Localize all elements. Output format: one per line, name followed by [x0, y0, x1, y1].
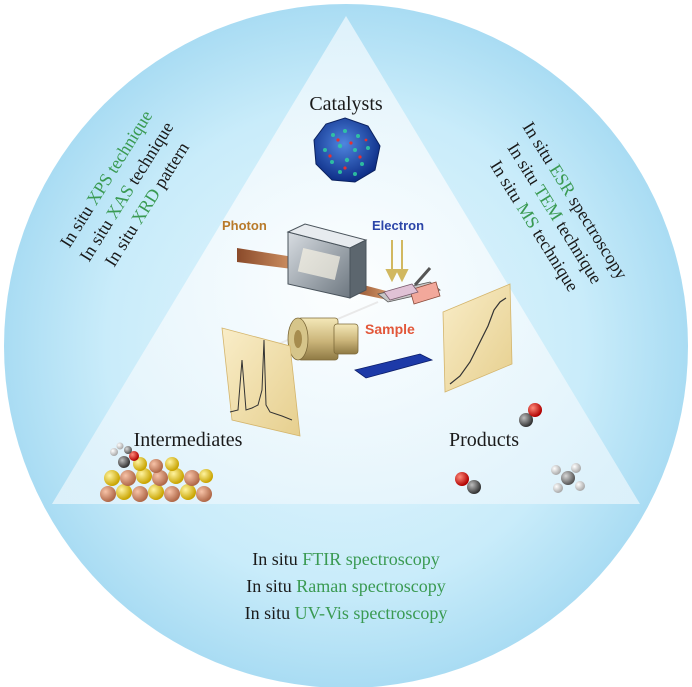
adsorbed-intermediate-icon — [110, 442, 139, 468]
electron-beam-icon — [385, 240, 409, 283]
x-ray-source-icon — [237, 223, 390, 300]
vertex-label-intermediates: Intermediates — [134, 429, 243, 451]
substrate-icon — [354, 353, 434, 379]
sample-holder-icon — [377, 267, 441, 305]
surface-slab-icon — [100, 457, 213, 502]
vertex-label-catalysts: Catalysts — [309, 93, 383, 115]
co-molecule-top-icon — [519, 403, 542, 427]
bottom-technique-2: In situ UV-Vis spectroscopy — [245, 603, 448, 623]
bottom-technique-0: In situ FTIR spectroscopy — [252, 549, 440, 569]
co-molecule-bottom-icon — [455, 472, 481, 494]
xps-spectrum-panel — [221, 327, 301, 437]
methane-molecule-icon — [551, 463, 585, 493]
bottom-technique-1: In situ Raman spectroscopy — [246, 576, 446, 596]
photon-label: Photon — [222, 218, 267, 233]
electron-label: Electron — [372, 218, 424, 233]
catalyst-nanoparticle-icon — [313, 117, 381, 183]
bottom-technique-list: In situ FTIR spectroscopy In situ Raman … — [245, 549, 448, 623]
vertex-label-products: Products — [449, 429, 519, 451]
sample-label: Sample — [365, 321, 415, 337]
uv-vis-spectrum-panel — [442, 283, 513, 393]
